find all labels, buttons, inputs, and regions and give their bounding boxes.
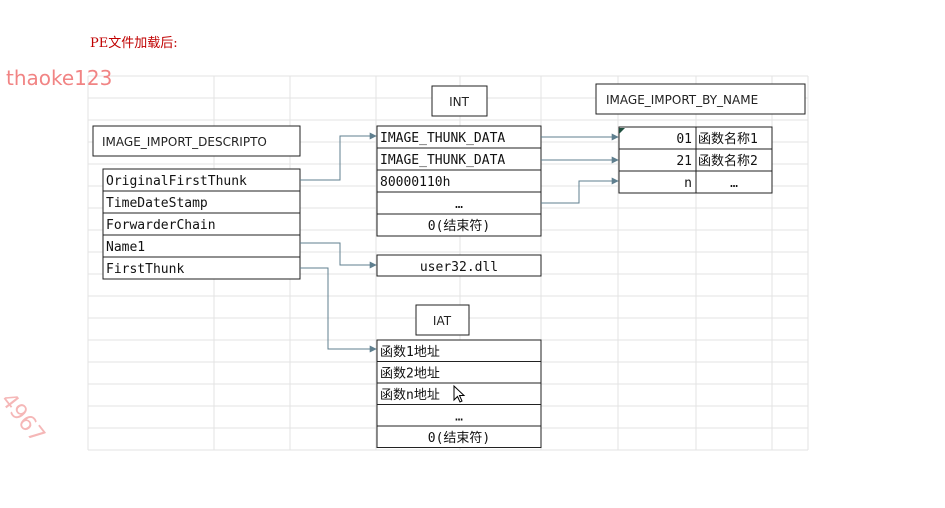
arrow-int4-to-byname: [541, 177, 619, 204]
watermark-partial-text: 4967: [0, 388, 49, 448]
iat-row: 0(结束符): [428, 430, 490, 446]
int-row: 0(结束符): [428, 218, 490, 234]
descriptor-label: IMAGE_IMPORT_DESCRIPTO: [92, 125, 301, 157]
arrow-name-to-dll: [300, 242, 377, 269]
watermark-text: thaoke123: [6, 66, 112, 90]
arrows: [300, 132, 619, 353]
by-name-name: 函数名称2: [698, 153, 758, 169]
heading-text: PE文件加载后:: [90, 36, 178, 51]
int-row: 80000110h: [380, 175, 450, 190]
by-name-name: 函数名称1: [698, 131, 758, 147]
int-table: IMAGE_THUNK_DATA IMAGE_THUNK_DATA 80000110…: [376, 125, 542, 237]
arrow-ft-to-iat: [300, 267, 377, 353]
int-label-text: INT: [449, 95, 470, 109]
mouse-cursor-icon: [453, 384, 466, 403]
by-name-hint: n: [684, 176, 692, 191]
descriptor-label-text: IMAGE_IMPORT_DESCRIPTO: [102, 135, 267, 149]
arrow-oft-to-int: [300, 132, 377, 181]
iat-row: …: [455, 410, 463, 425]
iat-label-text: IAT: [433, 314, 452, 328]
descriptor-field: TimeDateStamp: [106, 196, 208, 211]
by-name-hint: 21: [676, 154, 692, 169]
cell-corner-marker: [619, 128, 625, 134]
by-name-hint: 01: [676, 132, 692, 147]
int-row: IMAGE_THUNK_DATA: [380, 153, 505, 168]
int-row: …: [455, 197, 463, 212]
by-name-table: 01 函数名称1 21 函数名称2 n …: [618, 126, 773, 194]
int-row: IMAGE_THUNK_DATA: [380, 131, 505, 146]
by-name-label: IMAGE_IMPORT_BY_NAME: [595, 83, 806, 115]
descriptor-field: Name1: [106, 240, 145, 255]
by-name-name: …: [730, 176, 738, 191]
by-name-label-text: IMAGE_IMPORT_BY_NAME: [606, 93, 758, 107]
descriptor-field: FirstThunk: [106, 262, 184, 277]
iat-row: 函数1地址: [380, 345, 440, 360]
iat-row: 函数n地址: [380, 388, 440, 403]
descriptor-field: ForwarderChain: [106, 218, 216, 233]
iat-row: 函数2地址: [380, 367, 440, 382]
int-label: INT: [431, 85, 488, 117]
descriptor-field: OriginalFirstThunk: [106, 174, 247, 189]
dll-name-box: user32.dll: [376, 254, 542, 277]
descriptor-table: OriginalFirstThunkTimeDateStampForwarder…: [102, 168, 301, 280]
iat-label: IAT: [415, 304, 470, 336]
dll-name-text: user32.dll: [420, 260, 498, 275]
